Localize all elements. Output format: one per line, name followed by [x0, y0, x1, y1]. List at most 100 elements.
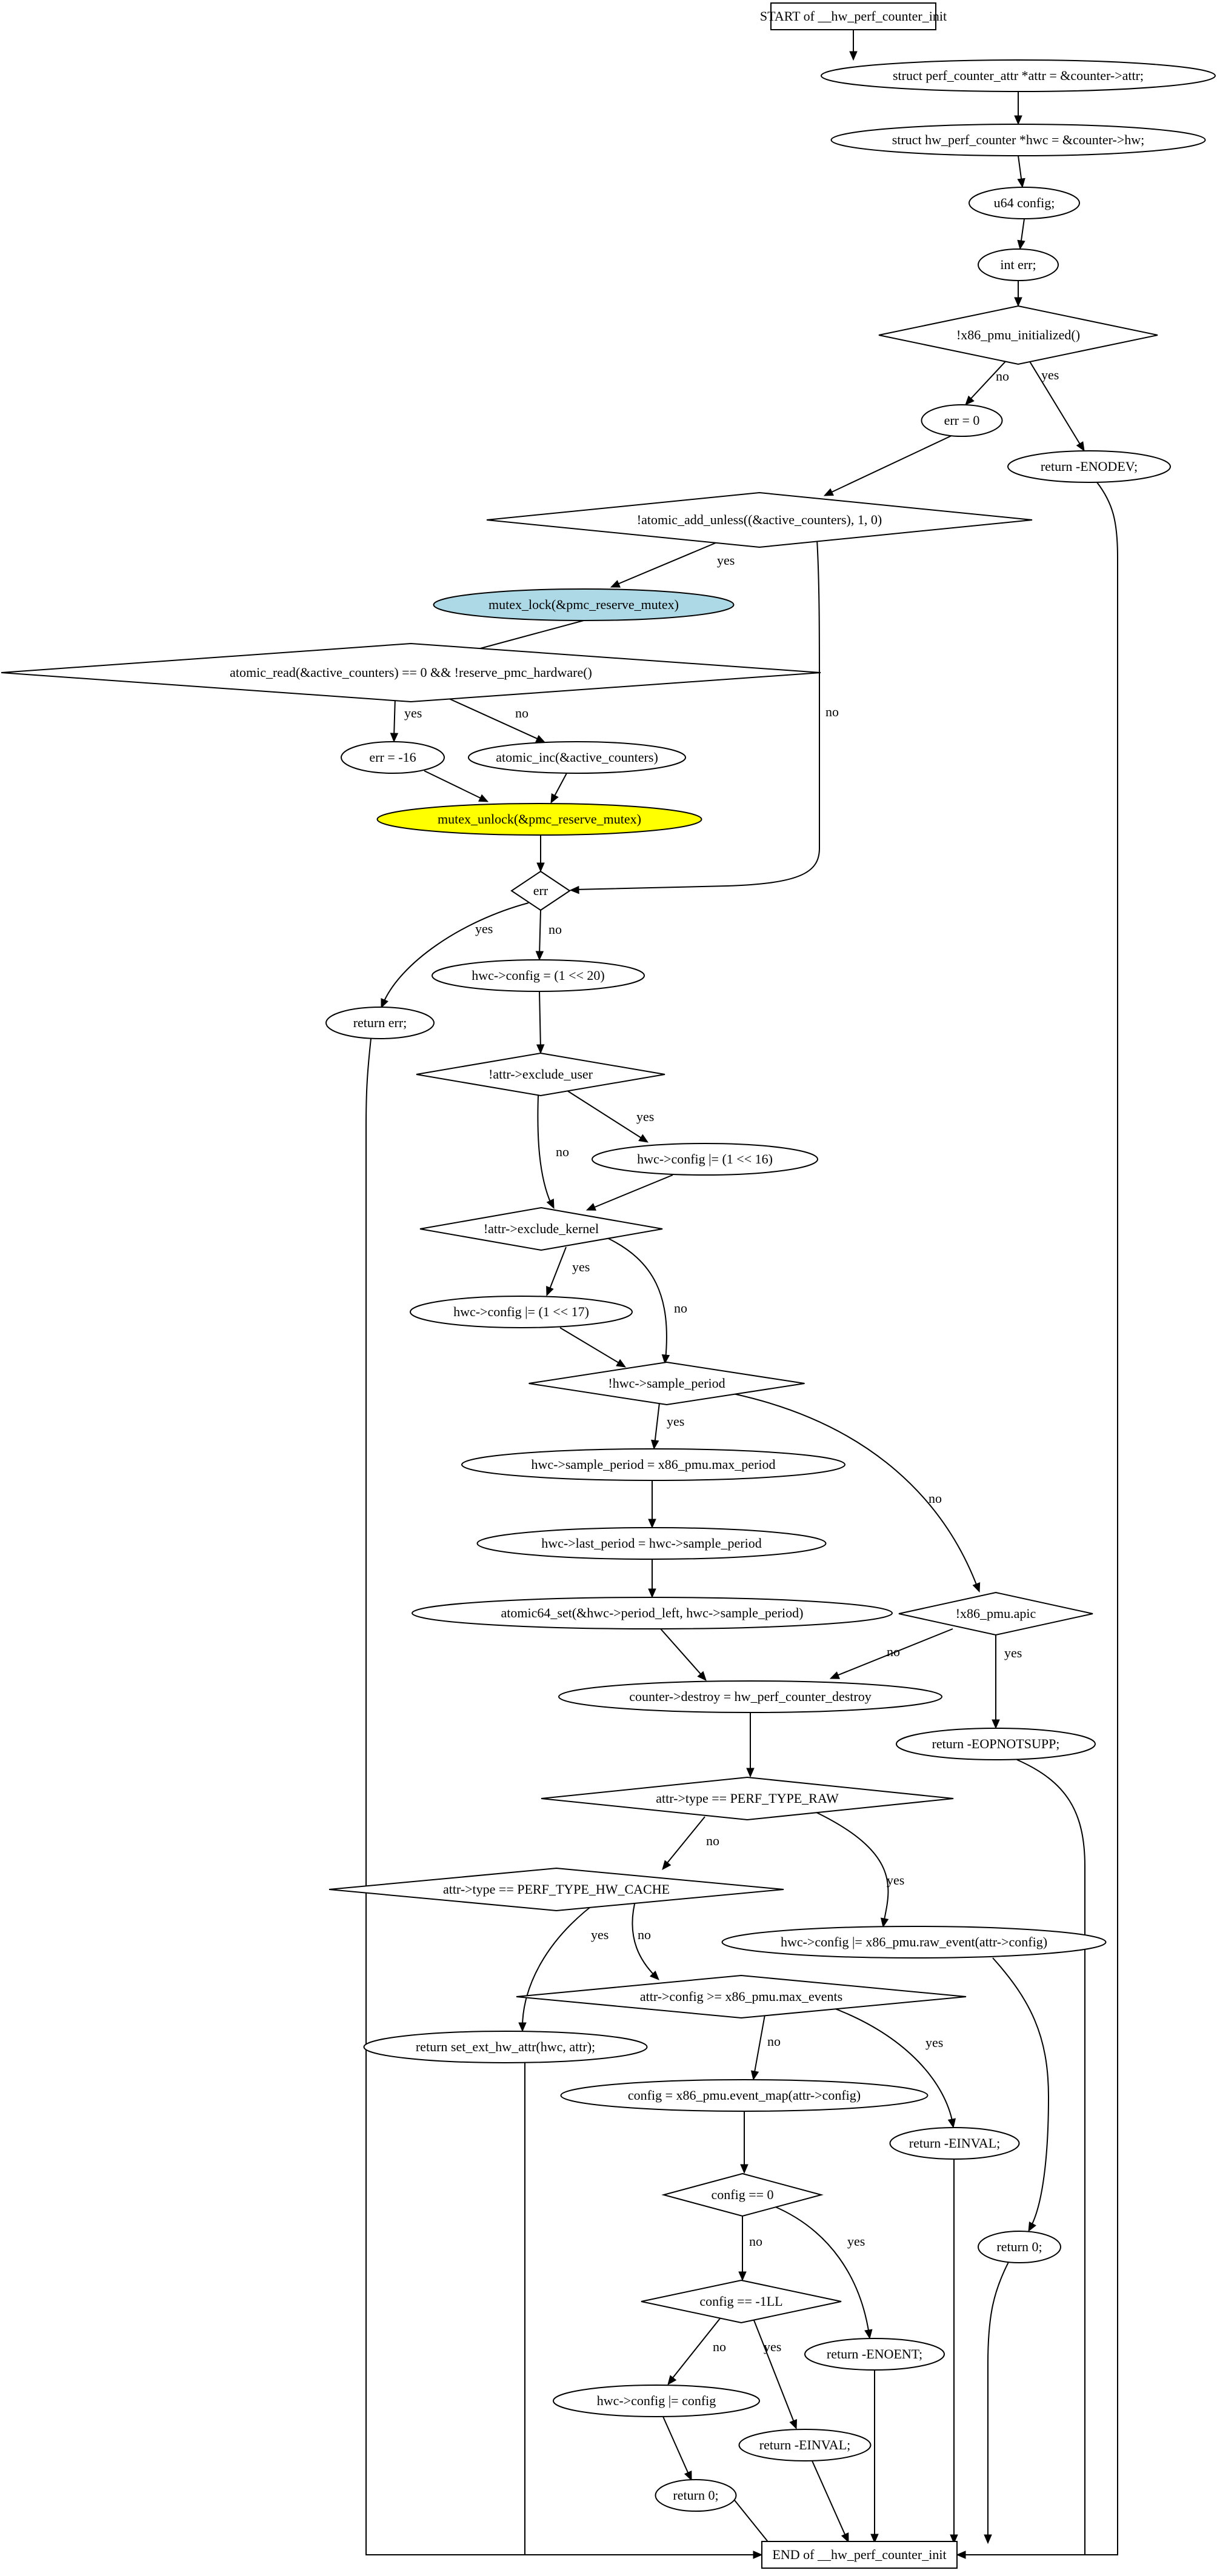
edge-n14-n15	[648, 1559, 656, 1599]
node-label: hwc->config |= (1 << 16)	[637, 1151, 773, 1167]
edge-line	[537, 1095, 552, 1205]
arrowhead	[684, 2471, 692, 2481]
process-ellipse	[432, 959, 645, 992]
edge-line	[574, 539, 820, 890]
node-label: config == -1LL	[699, 2294, 782, 2309]
arrowhead	[661, 1354, 670, 1365]
edge-d12-r7: yes	[772, 2205, 873, 2340]
node-label: return -EINVAL;	[759, 2437, 851, 2452]
node-d9: attr->type == PERF_TYPE_RAW	[541, 1776, 954, 1821]
process-ellipse	[553, 2385, 760, 2417]
process-ellipse	[721, 1926, 1107, 1959]
edge-n7-n9	[424, 770, 489, 802]
node-r2: return err;	[325, 1007, 435, 1039]
process-ellipse	[410, 1296, 633, 1328]
edge-d8-r3: yes	[992, 1635, 1022, 1729]
decision-diamond	[516, 1974, 967, 2019]
edge-line	[833, 1628, 953, 1677]
node-n10: hwc->config = (1 << 20)	[432, 959, 645, 992]
edge-label-no: no	[713, 2339, 726, 2354]
edge-line	[961, 1759, 1085, 2555]
node-label: attr->config >= x86_pmu.max_events	[640, 1989, 842, 2004]
edge-label-yes: yes	[572, 1259, 590, 1274]
arrowhead	[1014, 115, 1022, 125]
edge-label-yes: yes	[1041, 367, 1059, 382]
edge-d12-d13: no	[738, 2216, 762, 2281]
edge-d5-n11: yes	[567, 1090, 654, 1143]
edge-line	[522, 1899, 601, 2028]
edge-r4-end	[524, 2063, 763, 2559]
node-label: return set_ext_hw_attr(hwc, attr);	[416, 2039, 595, 2054]
node-n4: int err;	[978, 248, 1059, 281]
node-n13: hwc->sample_period = x86_pmu.max_period	[461, 1448, 845, 1481]
edge-n13-n14	[648, 1480, 656, 1529]
process-ellipse	[978, 2231, 1061, 2263]
process-ellipse	[558, 1680, 942, 1713]
arrowhead	[697, 1671, 707, 1681]
node-d2: !atomic_add_unless((&active_counters), 1…	[486, 491, 1033, 548]
node-r1: return -ENODEV;	[1007, 450, 1171, 483]
node-d7: !hwc->sample_period	[528, 1361, 805, 1406]
edge-n3-n4	[1017, 218, 1025, 250]
edge-line	[632, 1896, 656, 1977]
node-r4: return set_ext_hw_attr(hwc, attr);	[363, 2031, 648, 2063]
edge-d3-n8: no	[442, 695, 546, 743]
edge-d10-r4: yes	[518, 1899, 608, 2032]
edge-label-no: no	[767, 2034, 781, 2049]
decision-diamond	[419, 1206, 663, 1251]
node-label: atomic64_set(&hwc->period_left, hwc->sam…	[501, 1605, 804, 1620]
arrowhead	[849, 51, 858, 61]
node-n19: hwc->config |= config	[553, 2385, 760, 2417]
node-n6: mutex_lock(&pmc_reserve_mutex)	[433, 588, 735, 621]
edge-line	[753, 2320, 796, 2426]
edge-d9-n17: yes	[815, 1811, 904, 1928]
edge-n15-n16	[660, 1628, 707, 1681]
node-n14: hwc->last_period = hwc->sample_period	[476, 1527, 827, 1560]
edge-line	[539, 991, 541, 1050]
process-ellipse	[468, 741, 686, 774]
arrowhead	[947, 2118, 956, 2129]
process-ellipse	[655, 2479, 737, 2512]
edge-d3-n7: yes	[390, 696, 422, 743]
edge-n19-r9	[662, 2416, 692, 2481]
process-ellipse	[969, 187, 1080, 219]
edge-line	[753, 2014, 765, 2076]
edge-label-yes: yes	[1004, 1645, 1022, 1660]
arrowhead	[648, 1519, 656, 1529]
edge-label-yes: yes	[591, 1927, 608, 1942]
arrowhead	[870, 2534, 879, 2544]
edge-start-n1	[849, 30, 858, 61]
edge-line	[815, 1811, 889, 1923]
edge-line	[567, 1090, 645, 1140]
edge-line	[1018, 155, 1022, 184]
node-label: hwc->sample_period = x86_pmu.max_period	[531, 1457, 775, 1472]
process-ellipse	[592, 1143, 818, 1176]
node-r3: return -EOPNOTSUPP;	[896, 1728, 1096, 1760]
process-ellipse	[804, 2338, 945, 2371]
process-ellipse	[821, 59, 1216, 92]
edge-line	[424, 770, 485, 800]
arrowhead	[550, 793, 559, 804]
arrowhead	[972, 1582, 981, 1593]
node-label: !x86_pmu_initialized()	[956, 327, 1080, 342]
node-label: struct perf_counter_attr *attr = &counte…	[893, 68, 1144, 83]
edge-line	[442, 695, 542, 741]
node-label: return 0;	[673, 2488, 718, 2503]
edge-line	[1027, 357, 1082, 448]
edge-d11-r5: yes	[829, 2006, 956, 2129]
node-label: hwc->last_period = hwc->sample_period	[541, 1536, 761, 1551]
edge-line	[772, 2205, 870, 2335]
edge-n5-d2	[823, 435, 952, 496]
edge-label-no: no	[996, 368, 1009, 384]
node-label: hwc->config |= x86_pmu.raw_event(attr->c…	[781, 1934, 1047, 1949]
arrowhead	[390, 733, 399, 743]
arrowhead	[1017, 239, 1025, 250]
edge-label-no: no	[548, 922, 562, 937]
node-label: atomic_inc(&active_counters)	[496, 750, 658, 765]
node-label: err	[533, 883, 548, 898]
node-n11: hwc->config |= (1 << 16)	[592, 1143, 818, 1176]
edge-label-yes: yes	[887, 1872, 904, 1888]
edge-n4-d1	[1014, 281, 1022, 307]
edge-line	[992, 1957, 1050, 2228]
